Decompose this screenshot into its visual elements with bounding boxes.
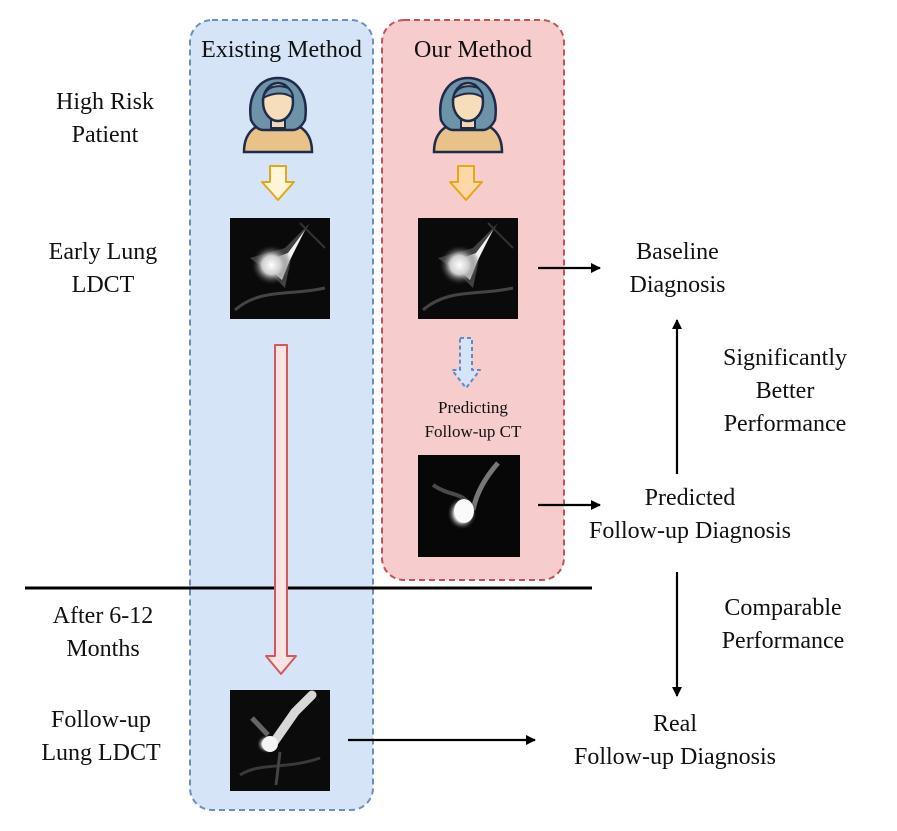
row-label-line: Follow-up <box>50 707 151 733</box>
row-label-after: After 6-12 Months <box>18 600 188 666</box>
row-label-line: LDCT <box>71 272 135 298</box>
better-performance-label: Significantly Better Performance <box>690 342 880 441</box>
real-followup-ct-image <box>230 690 330 791</box>
outcome-line: Follow-up Diagnosis <box>573 744 776 770</box>
prediction-step-line: Follow-up CT <box>424 422 522 441</box>
baseline-diagnosis-label: Baseline Diagnosis <box>590 236 765 302</box>
row-label-line: Lung LDCT <box>41 740 161 766</box>
outcome-line: Baseline <box>636 239 719 265</box>
row-label-early-ct: Early Lung LDCT <box>18 236 188 302</box>
patient-icon <box>242 76 314 154</box>
outcome-line: Diagnosis <box>629 272 726 298</box>
our-method-title: Our Method <box>414 37 532 63</box>
comparison-line: Performance <box>721 628 845 654</box>
patient-icon <box>432 76 504 154</box>
row-label-line: High Risk <box>55 89 154 115</box>
prediction-step-label: Predicting Follow-up CT <box>392 396 554 444</box>
predicted-diagnosis-label: Predicted Follow-up Diagnosis <box>560 482 820 548</box>
row-label-line: Months <box>66 636 140 662</box>
row-label-followup-ct: Follow-up Lung LDCT <box>16 704 186 770</box>
comparison-line: Comparable <box>724 595 842 621</box>
outcome-line: Real <box>653 711 697 737</box>
outcome-line: Follow-up Diagnosis <box>588 518 791 544</box>
comparison-line: Significantly <box>723 345 847 371</box>
comparison-line: Performance <box>723 411 847 437</box>
prediction-step-line: Predicting <box>438 398 508 417</box>
outcome-line: Predicted <box>644 485 736 511</box>
row-label-line: Early Lung <box>48 239 158 265</box>
down-arrow-icon <box>449 165 483 201</box>
predicted-ct-image <box>418 455 520 557</box>
early-ct-image-existing <box>230 218 330 319</box>
long-followup-arrow-icon <box>265 344 297 675</box>
comparison-line: Better <box>755 378 815 404</box>
row-label-line: After 6-12 <box>52 603 154 629</box>
comparable-performance-label: Comparable Performance <box>688 592 878 658</box>
early-ct-image-ours <box>418 218 518 319</box>
row-label-patient: High Risk Patient <box>20 86 190 152</box>
existing-method-title: Existing Method <box>201 37 362 63</box>
real-diagnosis-label: Real Follow-up Diagnosis <box>545 708 805 774</box>
prediction-arrow-icon <box>451 337 481 389</box>
down-arrow-icon <box>261 165 295 201</box>
row-label-line: Patient <box>71 122 139 148</box>
